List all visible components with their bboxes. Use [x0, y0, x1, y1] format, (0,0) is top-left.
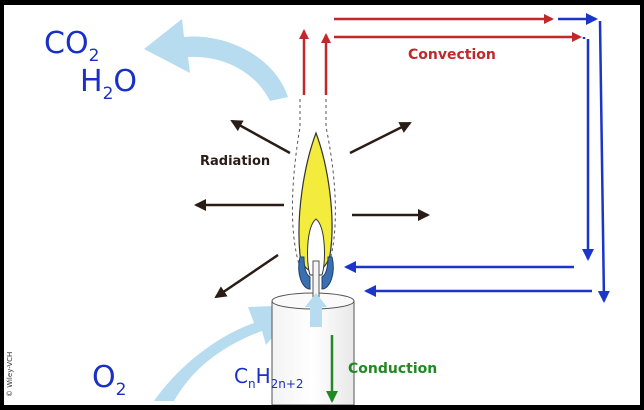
- h2o-formula: H2O: [80, 64, 137, 104]
- products-flow-arrow: [144, 19, 288, 101]
- co2-base: CO: [44, 26, 89, 61]
- fuel-formula: CnH2n+2: [234, 364, 304, 391]
- convection-arrows-red: [299, 14, 582, 95]
- h2o-tail: O: [113, 64, 137, 99]
- oxygen-flow-arrow: [154, 305, 300, 401]
- o2-formula: O2: [92, 360, 126, 400]
- fuel-flow-arrow: [305, 293, 327, 327]
- diagram-frame: Convection Radiation Conduction CO2 H2O …: [4, 5, 640, 405]
- fuel-h: H: [256, 364, 271, 388]
- svg-text:CnH2n+2: CnH2n+2: [234, 364, 304, 391]
- h2o-sub: 2: [103, 84, 114, 104]
- fuel-h-sub: 2n+2: [271, 377, 304, 391]
- svg-text:H2O: H2O: [80, 64, 137, 104]
- candle-heat-transfer-diagram: Convection Radiation Conduction CO2 H2O …: [6, 13, 610, 405]
- o2-sub: 2: [116, 380, 127, 400]
- svg-text:O2: O2: [92, 360, 126, 400]
- convection-arrows-blue: [344, 13, 610, 303]
- co2-formula: CO2: [44, 26, 99, 66]
- fuel-c: C: [234, 364, 248, 388]
- conduction-label: Conduction: [348, 361, 437, 377]
- copyright-credit: © Wiley-VCH: [6, 352, 14, 397]
- o2-base: O: [92, 360, 116, 395]
- co2-sub: 2: [89, 46, 100, 66]
- convection-label: Convection: [408, 47, 496, 63]
- radiation-label: Radiation: [200, 154, 270, 169]
- radiation-arrows: [194, 119, 430, 299]
- svg-text:CO2: CO2: [44, 26, 99, 66]
- fuel-c-sub: n: [248, 377, 256, 391]
- h2o-base: H: [80, 64, 103, 99]
- flame-icon: [291, 99, 336, 290]
